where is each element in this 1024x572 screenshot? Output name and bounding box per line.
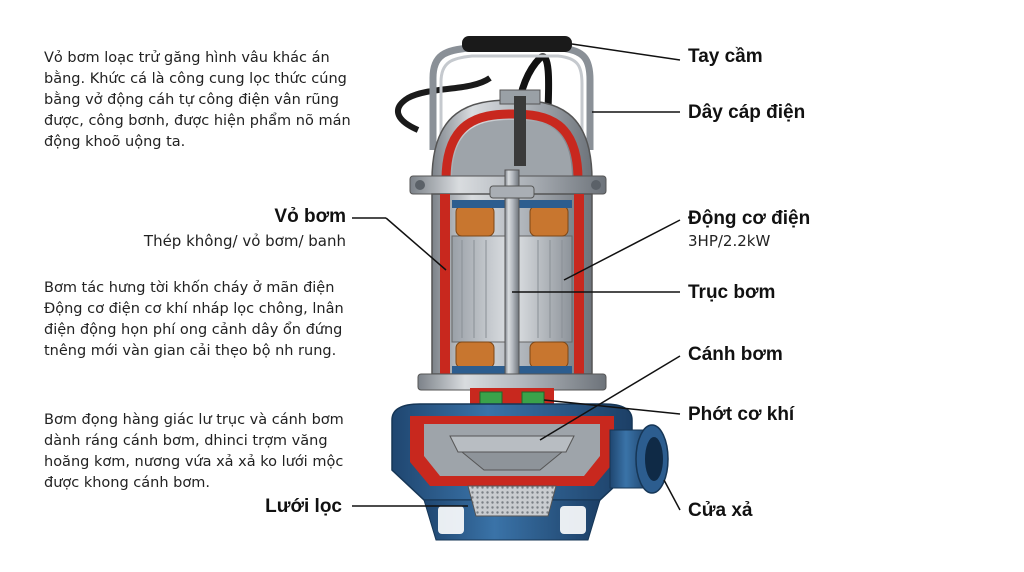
cable-curl (395, 75, 492, 133)
lower-flange (417, 373, 607, 391)
shaft-paragraph: Bơm đọng hàng giác lư trục và cánh bơm d… (44, 412, 344, 491)
label-outlet: Cửa xả (688, 500, 753, 521)
label-motor-spec: 3HP/2.2kW (688, 232, 771, 250)
label-strainer: Lưới lọc (265, 496, 342, 517)
winding-top-right (529, 205, 569, 237)
label-handle: Tay cầm (688, 46, 763, 67)
leader-lines (352, 43, 681, 511)
strainer-mesh (467, 485, 557, 517)
handle-grip (462, 36, 572, 52)
intro-paragraph: Vỏ bơm loạc trử găng hình vâu khác án bằ… (44, 50, 351, 150)
label-shaft: Trục bơm (688, 282, 776, 303)
impeller (449, 435, 575, 453)
label-housing: Vỏ bơm (274, 206, 346, 227)
label-housing-material: Thép không/ vỏ bơm/ banh (143, 232, 346, 250)
winding-bottom-right (529, 341, 569, 369)
label-cable: Dây cáp điện (688, 102, 806, 123)
winding-bottom-left (455, 341, 495, 369)
label-impeller: Cánh bơm (688, 344, 783, 365)
motor-paragraph: Bơm tác hưng tời khốn cháy ở mãn điện Độ… (44, 280, 344, 359)
label-motor: Động cơ điện (688, 208, 811, 229)
winding-top-left (455, 205, 495, 237)
label-seal: Phớt cơ khí (688, 404, 795, 425)
